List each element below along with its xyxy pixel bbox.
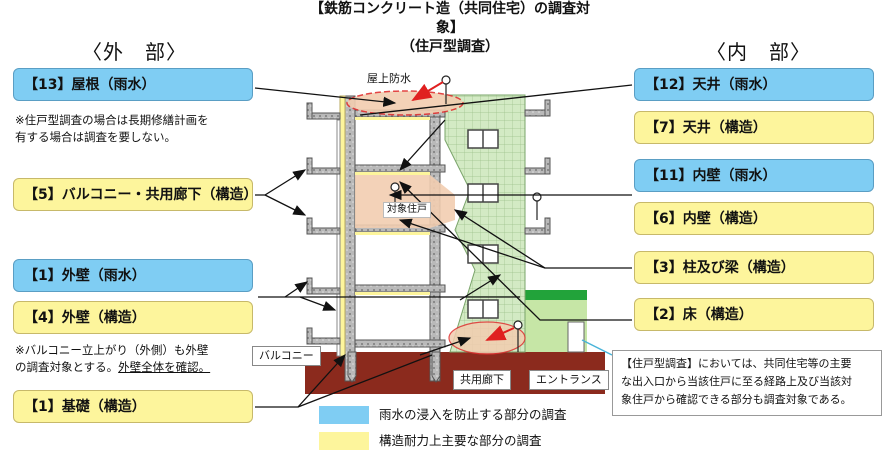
survey-scope-info-box: 【住戸型調査】においては、共同住宅等の主要 な出入口から当該住戸に至る経路上及び…	[612, 350, 882, 416]
info-line-1: 【住戸型調査】においては、共同住宅等の主要	[621, 357, 852, 370]
diagram-title: 【鉄筋コンクリート造（共同住宅）の調査対象】 （住戸型調査）	[300, 0, 600, 57]
drain-pipe	[336, 119, 341, 357]
legend-label-structural: 構造耐力上主要な部分の調査	[379, 433, 542, 448]
common-corridor-label: 共用廊下	[453, 370, 511, 390]
legend-swatch-structural	[319, 432, 369, 450]
roof-note-line-1: ※住戸型調査の場合は長期修繕計画を	[15, 113, 209, 127]
entrance-roof	[525, 290, 587, 300]
title-line-2: （住戸型調査）	[401, 39, 499, 55]
tile-wall	[444, 94, 526, 353]
info-line-2: な出入口から当該住戸に至る経路上及び当該対	[621, 375, 852, 388]
entrance-door	[567, 321, 585, 353]
column-left	[344, 95, 356, 382]
info-line-3: 象住戸から確認できる部分も調査対象である。	[621, 393, 852, 406]
item-foundation-structural: 【1】基礎（構造）	[13, 390, 253, 423]
interior-heading: 〈内 部〉	[706, 40, 811, 64]
roof-note: ※住戸型調査の場合は長期修繕計画を 有する場合は調査を要しない。	[15, 112, 209, 146]
rooftop-waterproof-label: 屋上防水	[367, 72, 411, 85]
legend-swatch-rainwater	[319, 406, 369, 424]
exterior-heading: 〈外 部〉	[82, 40, 187, 64]
legend-label-rainwater: 雨水の浸入を防止する部分の調査	[379, 407, 567, 422]
item-balcony-corridor-structural: 【5】バルコニー・共用廊下（構造）	[13, 178, 257, 211]
wall-note-line-2a: の調査対象とする。	[15, 360, 119, 374]
title-line-1: 【鉄筋コンクリート造（共同住宅）の調査対象】	[310, 1, 590, 36]
balcony-label: バルコニー	[252, 346, 321, 366]
wall-note-line-1: ※バルコニー立上がり（外側）も外壁	[15, 343, 209, 357]
item-interior-wall-structural: 【6】内壁（構造）	[634, 202, 874, 235]
target-unit-label: 対象住戸	[383, 202, 431, 218]
entrance-label: エントランス	[529, 370, 609, 390]
item-ceiling-rainwater: 【12】天井（雨水）	[634, 68, 874, 101]
item-exterior-wall-rainwater: 【1】外壁（雨水）	[13, 259, 253, 292]
windows	[467, 129, 499, 319]
item-floor-structural: 【2】床（構造）	[634, 298, 874, 331]
corridor-area	[448, 321, 526, 355]
wall-note-line-2b: 外壁全体を確認。	[118, 360, 211, 374]
item-roof-rainwater: 【13】屋根（雨水）	[13, 68, 253, 101]
exterior-wall-yellow	[339, 95, 346, 357]
item-ceiling-structural: 【7】天井（構造）	[634, 111, 874, 144]
wall-note: ※バルコニー立上がり（外側）も外壁 の調査対象とする。外壁全体を確認。	[15, 342, 210, 376]
roof-note-line-2: 有する場合は調査を要しない。	[15, 130, 176, 144]
item-column-beam-structural: 【3】柱及び梁（構造）	[634, 251, 874, 284]
item-interior-wall-rainwater: 【11】内壁（雨水）	[634, 159, 874, 192]
item-exterior-wall-structural: 【4】外壁（構造）	[13, 301, 253, 334]
